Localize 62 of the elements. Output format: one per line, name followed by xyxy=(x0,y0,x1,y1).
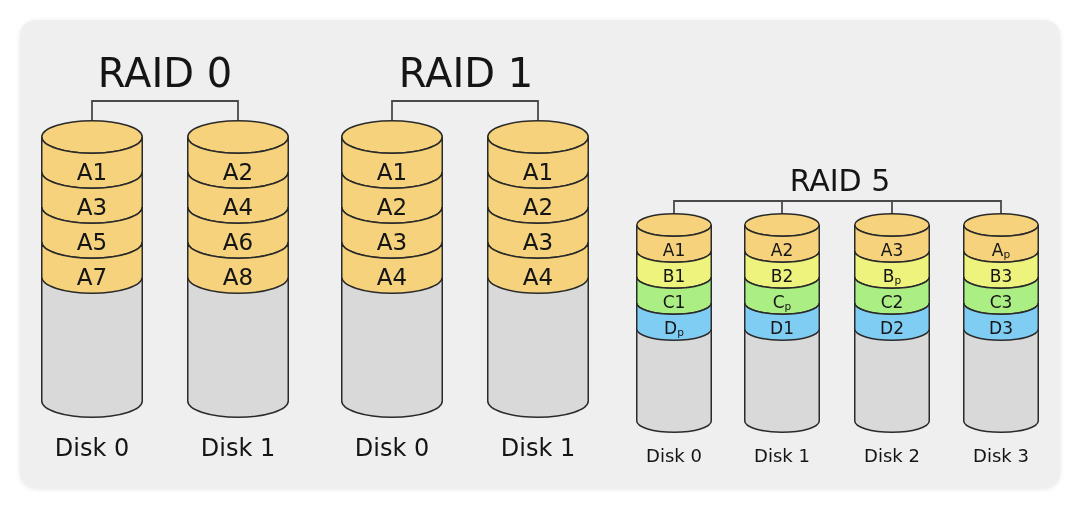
stripe-label: A2 xyxy=(376,192,408,221)
connector-line xyxy=(91,100,166,121)
stripe-label: A3 xyxy=(376,227,408,256)
stripe-label: A1 xyxy=(376,157,408,186)
stripe-label: C$_{p}$ xyxy=(772,291,792,312)
disk-cylinder xyxy=(41,120,143,418)
stripe-label: A2 xyxy=(522,192,554,221)
disk-label: Disk 1 xyxy=(200,434,276,463)
disk-cylinder xyxy=(963,213,1039,433)
stripe-label: A1 xyxy=(662,239,686,260)
stripe-label: D1 xyxy=(770,317,794,338)
stripe-label: C3 xyxy=(989,291,1013,312)
stripe-label: A2 xyxy=(222,157,254,186)
raid-title: RAID 5 xyxy=(789,161,891,201)
stripe-label: D2 xyxy=(880,317,904,338)
data-stripe xyxy=(963,225,1039,264)
stripe-label: A1 xyxy=(76,157,108,186)
stripe-label: C2 xyxy=(880,291,904,312)
stripe-label: A6 xyxy=(222,227,254,256)
stripe-label: A7 xyxy=(76,262,108,291)
stripe-label: A3 xyxy=(522,227,554,256)
disk-label: Disk 3 xyxy=(973,445,1029,467)
connector-line xyxy=(839,200,1002,214)
stripe-label: A2 xyxy=(770,239,794,260)
data-stripe xyxy=(187,137,289,190)
stripe-label: A4 xyxy=(376,262,408,291)
connector-line xyxy=(391,100,467,121)
stripe-label: A$_{p}$ xyxy=(991,239,1011,260)
connector-line xyxy=(164,100,239,121)
disk-label: Disk 0 xyxy=(354,434,430,463)
disk-cylinder xyxy=(636,213,712,433)
disk-label: Disk 0 xyxy=(54,434,130,463)
data-stripe xyxy=(41,137,143,190)
disk-cylinder xyxy=(341,120,443,418)
connector-line xyxy=(781,200,841,214)
stripe-label: B3 xyxy=(989,265,1013,286)
stripe-label: D$_{p}$ xyxy=(664,317,684,338)
disk-cylinder xyxy=(187,120,289,418)
stripe-label: A3 xyxy=(76,192,108,221)
disk-cylinder xyxy=(854,213,930,433)
stripe-label: B2 xyxy=(770,265,794,286)
stripe-label: A4 xyxy=(522,262,554,291)
raid-title: RAID 1 xyxy=(398,45,534,101)
stripe-label: C1 xyxy=(662,291,686,312)
data-stripe xyxy=(487,137,589,190)
stripe-label: B$_{p}$ xyxy=(882,265,902,286)
disk-label: Disk 2 xyxy=(864,445,920,467)
stripe-label: A5 xyxy=(76,227,108,256)
disk-label: Disk 1 xyxy=(500,434,576,463)
stripe-label: A3 xyxy=(880,239,904,260)
disk-cylinder xyxy=(744,213,820,433)
raid-title: RAID 0 xyxy=(97,45,233,101)
stripe-label: B1 xyxy=(662,265,686,286)
disk-label: Disk 1 xyxy=(754,445,810,467)
stripe-label: A4 xyxy=(222,192,254,221)
data-stripe xyxy=(341,137,443,190)
connector-line xyxy=(465,100,539,121)
disk-cylinder xyxy=(487,120,589,418)
disk-label: Disk 0 xyxy=(646,445,702,467)
stripe-label: A8 xyxy=(222,262,254,291)
stripe-label: D3 xyxy=(989,317,1013,338)
stripe-label: A1 xyxy=(522,157,554,186)
